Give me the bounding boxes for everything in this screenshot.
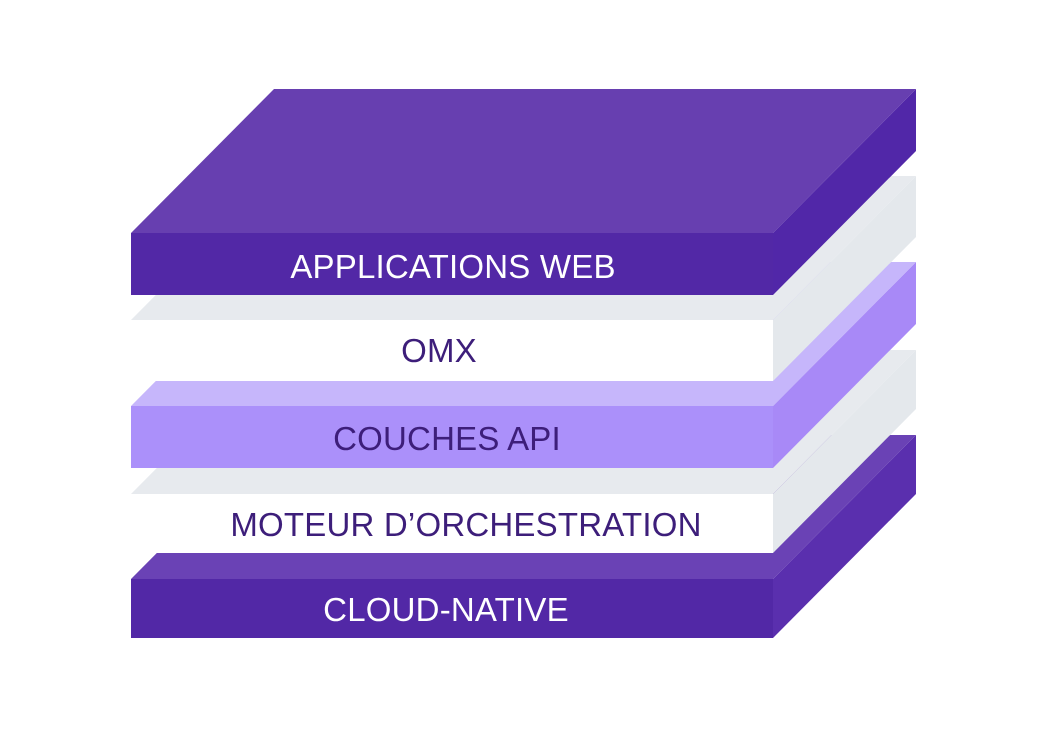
layer-side-face — [773, 435, 916, 638]
layer-top-face — [131, 89, 916, 233]
layer-front-face — [131, 406, 773, 468]
layer-side-face — [773, 350, 916, 553]
layer-front-face — [131, 579, 773, 638]
layer-side-face — [773, 262, 916, 468]
layer-applications-web: APPLICATIONS WEB — [131, 89, 916, 295]
layer-label: MOTEUR D’ORCHESTRATION — [230, 506, 701, 543]
layer-label: COUCHES API — [333, 420, 561, 457]
layer-side-face — [773, 176, 916, 381]
layer-front-face — [131, 233, 773, 295]
layer-side-face — [773, 89, 916, 295]
layer-label: OMX — [401, 332, 477, 369]
layer-label: APPLICATIONS WEB — [290, 248, 615, 285]
layer-label: CLOUD-NATIVE — [323, 591, 569, 628]
layer-front-face — [131, 494, 773, 553]
layer-front-face — [131, 320, 773, 381]
